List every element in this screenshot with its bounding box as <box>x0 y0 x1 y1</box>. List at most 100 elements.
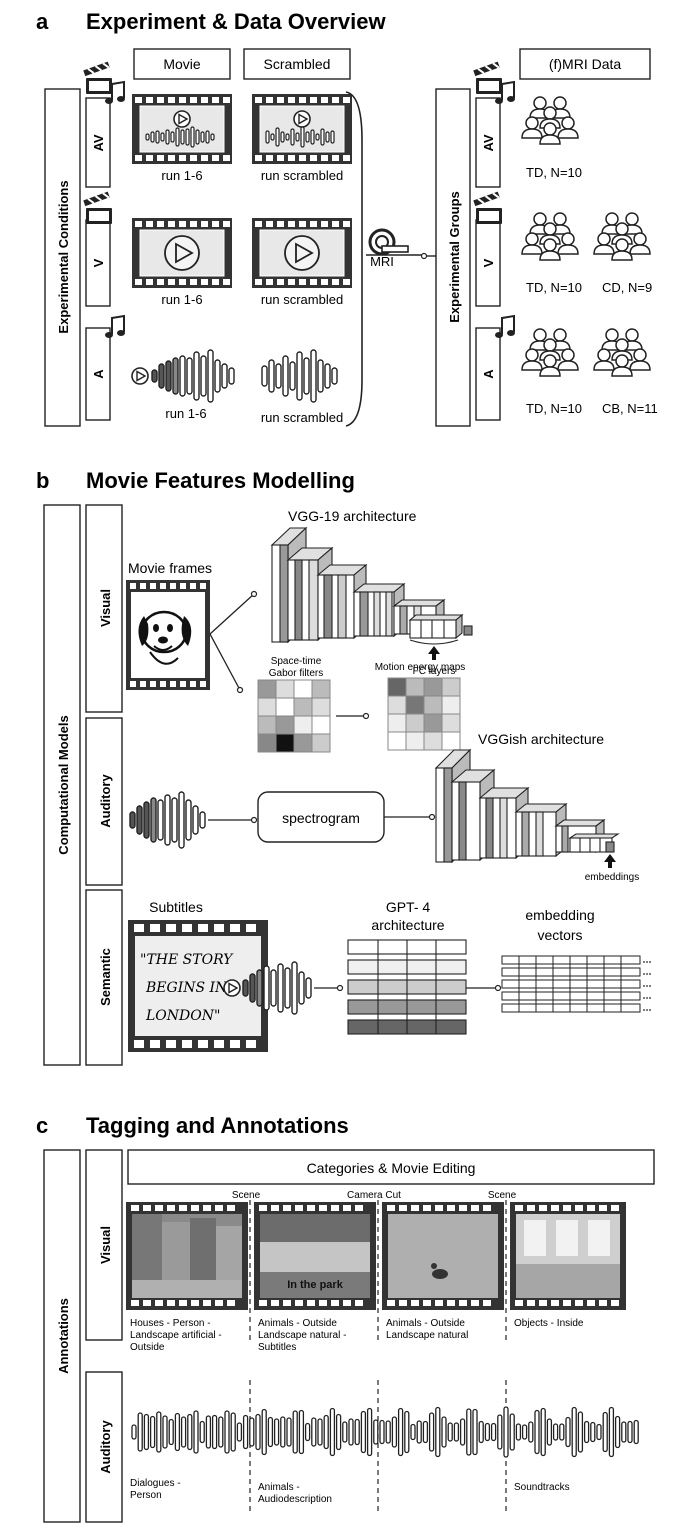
waveform-bar <box>441 1416 447 1448</box>
waveform-bar <box>397 1407 404 1457</box>
waveform-bar <box>218 1416 224 1448</box>
motion-energy-grid <box>387 677 461 751</box>
frame-interior <box>510 1202 626 1310</box>
waveform-bar <box>249 1417 255 1447</box>
panel-a-letter: a <box>36 9 49 34</box>
waveform-icon <box>145 126 215 148</box>
waveform-bar <box>490 1422 497 1442</box>
subtitles-label: Subtitles <box>149 899 203 915</box>
row-av: AV <box>91 134 106 151</box>
row-visual: Visual <box>98 1226 113 1264</box>
group-row-a: A <box>481 369 496 379</box>
caption-a-movie: run 1-6 <box>165 406 206 421</box>
waveform-bar <box>168 1418 174 1446</box>
waveform-bar <box>335 1413 342 1451</box>
waveform-bar <box>466 1408 472 1456</box>
waveform-icon <box>265 126 335 148</box>
play-icon <box>223 979 241 997</box>
waveform-bar <box>242 1414 249 1450</box>
in-the-park-subtitle: In the park <box>287 1279 344 1291</box>
play-icon <box>131 367 149 385</box>
waveform-bar <box>410 1423 416 1441</box>
waveform-bar <box>515 1423 522 1441</box>
gpt4-architecture <box>347 939 467 1035</box>
audio3-label-1: Soundtracks <box>514 1482 570 1493</box>
waveform-bar <box>149 1415 156 1449</box>
waveform-bar <box>211 1414 218 1450</box>
waveform-bar <box>180 1416 187 1448</box>
row-a: A <box>91 369 106 379</box>
frame-houses <box>126 1202 248 1310</box>
waveform-bar <box>187 1413 193 1451</box>
caption-a-scrambled: run scrambled <box>261 410 343 425</box>
waveform-a-movie <box>131 349 235 403</box>
categories-header: Categories & Movie Editing <box>307 1160 476 1176</box>
fc-layers-label: FC layers <box>413 666 456 677</box>
film-av-scrambled <box>252 94 352 164</box>
waveform-bar <box>590 1421 596 1443</box>
audio1-label-1: Dialogues - <box>130 1478 181 1489</box>
waveform-bar <box>509 1413 515 1451</box>
waveform-bar <box>205 1415 212 1449</box>
waveform-bar <box>317 1418 323 1446</box>
frame-park: In the park <box>254 1202 376 1310</box>
waveform-bar <box>608 1406 615 1458</box>
frame1-label-1: Houses - Person - <box>130 1318 211 1329</box>
scene-label-2: Scene <box>488 1190 517 1201</box>
column-scrambled: Scrambled <box>264 56 331 72</box>
waveform-bar <box>459 1418 466 1446</box>
subtitle-line-3: LONDON" <box>145 1008 220 1024</box>
vggish-label: VGGish architecture <box>478 731 604 747</box>
frame2-label-2: Landscape natural - <box>258 1330 346 1341</box>
waveform-bar <box>162 1415 168 1449</box>
panel-c-title: Tagging and Annotations <box>86 1113 349 1138</box>
waveform-bar <box>354 1418 360 1446</box>
waveform-bar <box>193 1410 199 1454</box>
film-v-scrambled <box>252 218 352 288</box>
dog-cartoon-icon <box>138 610 192 665</box>
waveform-bar <box>596 1423 602 1441</box>
waveform-icon <box>242 961 312 1015</box>
waveform-a-scrambled <box>261 349 338 403</box>
waveform-bar <box>199 1420 205 1444</box>
group-row-av: AV <box>481 134 496 151</box>
scene-label-1: Scene <box>232 1190 261 1201</box>
side-experimental-groups: Experimental Groups <box>447 191 462 322</box>
group-row-v: V <box>481 258 496 267</box>
waveform-bar <box>602 1411 608 1453</box>
waveform-bar <box>540 1407 546 1457</box>
subtitle-line-2: BEGINS IN <box>145 980 228 996</box>
music-note-icon <box>494 315 516 339</box>
gabor-label-1: Space-time <box>271 656 322 667</box>
embeddings-label: embeddings <box>585 872 639 883</box>
waveform-bar <box>614 1415 621 1449</box>
clapperboard-icon <box>472 60 503 95</box>
waveform-bar <box>273 1418 280 1446</box>
mri-label: MRI <box>370 254 394 269</box>
waveform-bar <box>478 1420 484 1444</box>
waveform-bar <box>447 1422 453 1442</box>
waveform-bar <box>360 1410 367 1454</box>
panel-b: b Movie Features Modelling Computational… <box>36 468 651 1066</box>
gabor-filter-grid <box>257 679 331 753</box>
subtitle-line-1: "THE STORY <box>140 952 234 968</box>
frame1-label-2: Landscape artificial - <box>130 1330 222 1341</box>
motion-energy-label: Motion energy maps <box>375 662 466 673</box>
waveform-bar <box>621 1421 627 1443</box>
waveform-bar <box>521 1424 528 1440</box>
mri-scanner-icon <box>366 228 424 256</box>
audio1-label-2: Person <box>130 1490 162 1501</box>
waveform-bar <box>428 1412 435 1452</box>
waveform-bar <box>627 1420 633 1444</box>
panel-c: c Tagging and Annotations Annotations Vi… <box>36 1113 655 1523</box>
frame2-label-3: Subtitles <box>258 1342 296 1353</box>
waveform-bar <box>230 1412 236 1452</box>
waveform-bar <box>571 1406 577 1458</box>
waveform-bar <box>236 1422 243 1442</box>
group-a-cb: CB, N=11 <box>602 401 658 416</box>
gpt4-label-2: architecture <box>371 917 444 933</box>
people-group-icon <box>522 213 578 260</box>
waveform-bar <box>633 1419 639 1445</box>
waveform-bar <box>298 1409 305 1455</box>
